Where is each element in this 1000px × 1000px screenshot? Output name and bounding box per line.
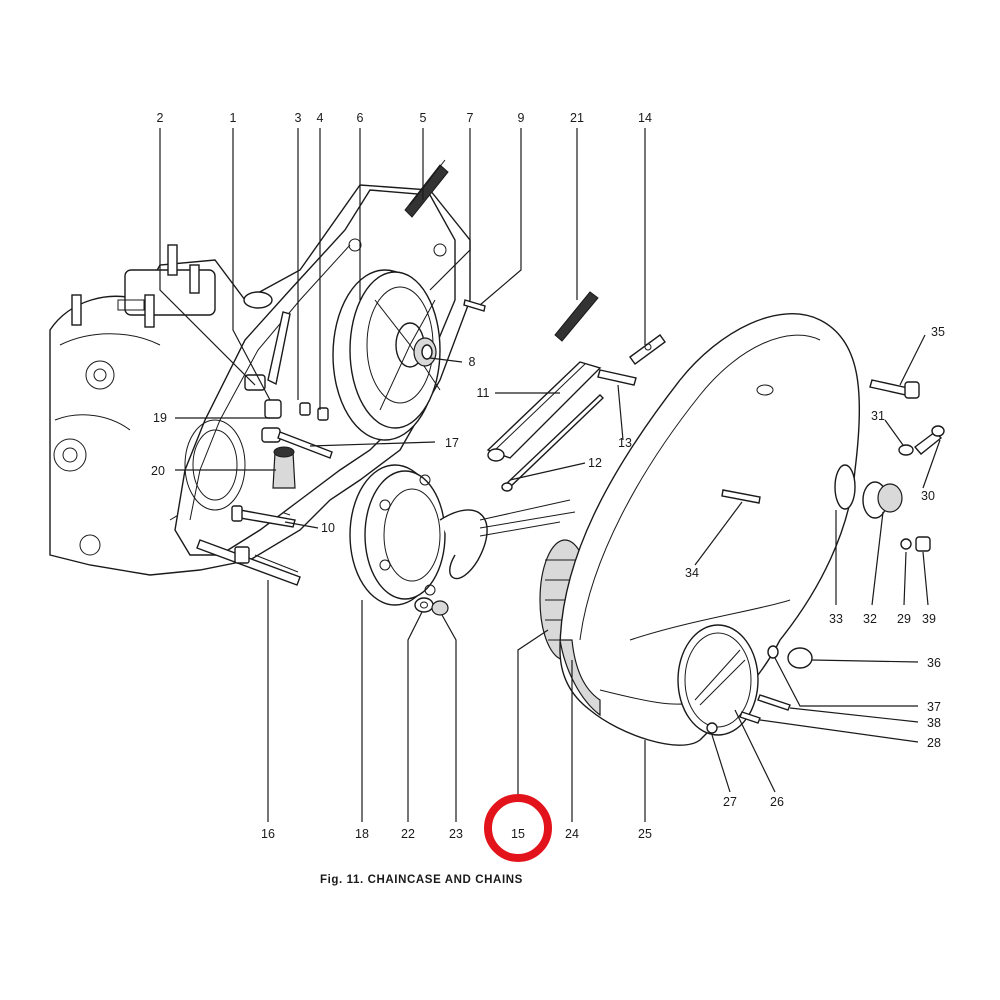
part-label-14: 14: [638, 111, 652, 125]
part-label-20: 20: [151, 464, 165, 478]
part-label-34: 34: [685, 566, 699, 580]
part-label-17: 17: [445, 436, 459, 450]
nuts-washers: [414, 597, 449, 616]
chain-tensioner: [231, 311, 333, 528]
part-label-39: 39: [922, 612, 936, 626]
bolt-35: [869, 379, 920, 399]
part-label-27: 27: [723, 795, 737, 809]
pin-14: [629, 334, 666, 365]
part-label-16: 16: [261, 827, 275, 841]
part-label-12: 12: [588, 456, 602, 470]
part-label-36: 36: [927, 656, 941, 670]
part-label-7: 7: [467, 111, 474, 125]
highlight-circle: [484, 794, 552, 862]
cap-nut-36: [787, 647, 813, 669]
clutch-sprocket: [332, 269, 441, 441]
part-label-31: 31: [871, 409, 885, 423]
part-label-9: 9: [518, 111, 525, 125]
part-label-10: 10: [321, 521, 335, 535]
part-label-1: 1: [230, 111, 237, 125]
part-label-28: 28: [927, 736, 941, 750]
part-label-24: 24: [565, 827, 579, 841]
part-label-38: 38: [927, 716, 941, 730]
washer-29-nut-39: [900, 536, 931, 552]
part-label-29: 29: [897, 612, 911, 626]
part-label-4: 4: [317, 111, 324, 125]
part-label-5: 5: [420, 111, 427, 125]
part-label-18: 18: [355, 827, 369, 841]
part-label-30: 30: [921, 489, 935, 503]
part-label-25: 25: [638, 827, 652, 841]
part-label-33: 33: [829, 612, 843, 626]
part-label-3: 3: [295, 111, 302, 125]
figure-caption: Fig. 11. CHAINCASE AND CHAINS: [320, 874, 523, 886]
adjuster-rod: [501, 369, 637, 492]
long-stud: [196, 539, 301, 586]
part-label-22: 22: [401, 827, 415, 841]
part-label-23: 23: [449, 827, 463, 841]
leader-lines: [159, 128, 941, 822]
part-label-37: 37: [927, 700, 941, 714]
part-label-6: 6: [357, 111, 364, 125]
part-label-2: 2: [157, 111, 164, 125]
rubber-pad: [554, 291, 599, 342]
plug-32-33: [862, 481, 903, 519]
screws-37-38-28: [739, 645, 791, 724]
part-label-21: 21: [570, 111, 584, 125]
part-number-labels: 2 1 3 4 6 5 7 9 21 14 35 8 11 19 17 13 3…: [151, 111, 945, 841]
part-label-8: 8: [469, 355, 476, 369]
bolt-9: [463, 299, 486, 312]
part-label-19: 19: [153, 411, 167, 425]
primary-chain: [404, 159, 449, 218]
cap-30-31: [898, 425, 945, 456]
outer-chaincase-cover: [559, 313, 861, 746]
part-label-11: 11: [477, 386, 490, 400]
part-label-35: 35: [931, 325, 945, 339]
part-label-15: 15: [511, 827, 525, 841]
slipper-blade: [486, 361, 602, 462]
part-label-32: 32: [863, 612, 877, 626]
part-label-13: 13: [618, 436, 632, 450]
part-label-26: 26: [770, 795, 784, 809]
alternator-stator: [349, 464, 576, 606]
